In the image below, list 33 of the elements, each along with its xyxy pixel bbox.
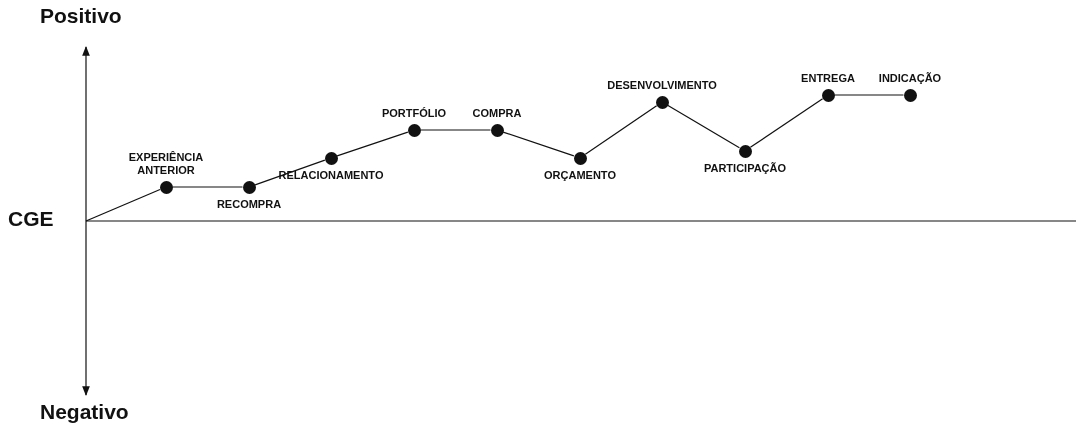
stage-label: EXPERIÊNCIA ANTERIOR [127,151,205,177]
journey-point [738,144,752,158]
journey-point [159,180,173,194]
connector-line [254,159,326,186]
stage-label: ORÇAMENTO [543,169,617,182]
journey-point [655,95,669,109]
stage-label: RECOMPRA [215,198,283,211]
stage-label: PORTFÓLIO [380,107,448,120]
connector-line [502,131,575,157]
stage-label: RELACIONAMENTO [277,169,385,182]
connector-line [749,98,824,148]
journey-point [903,88,917,102]
connector-line [419,129,492,131]
journey-point [324,151,338,165]
journey-point [490,123,504,137]
connector-line [584,105,658,155]
journey-point [573,151,587,165]
connector-line [336,131,409,157]
stage-label: PARTICIPAÇÃO [702,162,788,175]
connector-line [171,186,244,188]
stage-label: ENTREGA [800,72,856,85]
axis-title: Positivo [40,4,122,28]
stage-label: INDICAÇÃO [877,72,943,85]
journey-point [821,88,835,102]
axis-title: Negativo [40,400,129,424]
stage-label: COMPRA [471,107,523,120]
journey-point [242,180,256,194]
connector-line [667,104,740,149]
axis-label: CGE [8,207,54,231]
stage-label: DESENVOLVIMENTO [606,79,718,92]
connector-line [833,94,905,96]
journey-point [407,123,421,137]
connector-line [85,188,161,222]
